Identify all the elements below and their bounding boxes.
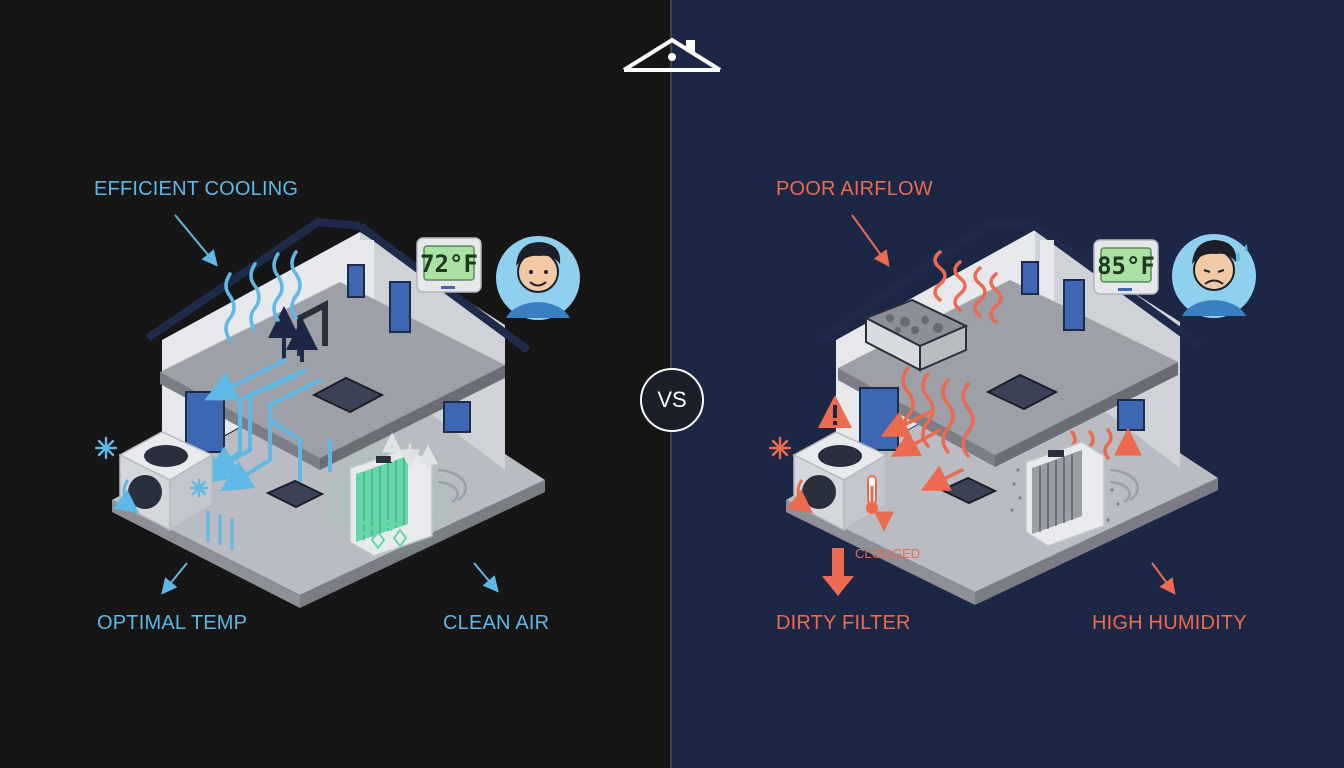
happy-face-icon — [496, 236, 580, 320]
left-house: 72°F — [94, 214, 580, 608]
high-humidity-label: HIGH HUMIDITY — [1092, 612, 1247, 634]
sad-face-icon — [1172, 234, 1256, 318]
house-icon — [622, 37, 722, 72]
thermometer-icon — [866, 475, 894, 532]
right-house: 85°F — [768, 214, 1256, 605]
vs-label: VS — [657, 387, 687, 412]
thermostat-right-reading: 85°F — [1097, 252, 1155, 280]
thermostat-left-reading: 72°F — [420, 250, 478, 278]
clean-air-label: CLEAN AIR — [443, 612, 550, 634]
thermostat-left: 72°F — [416, 237, 482, 293]
vs-badge — [640, 368, 704, 432]
dirty-filter-label: DIRTY FILTER — [776, 612, 911, 634]
clogged-label: CLOGGED — [855, 546, 921, 561]
poor-airflow-label: POOR AIRFLOW — [776, 178, 933, 200]
down-arrow-icon — [822, 548, 854, 596]
efficient-cooling-label: EFFICIENT COOLING — [94, 178, 299, 200]
optimal-temp-label: OPTIMAL TEMP — [97, 612, 248, 634]
thermostat-right: 85°F — [1093, 239, 1159, 295]
warning-icon — [818, 395, 852, 428]
